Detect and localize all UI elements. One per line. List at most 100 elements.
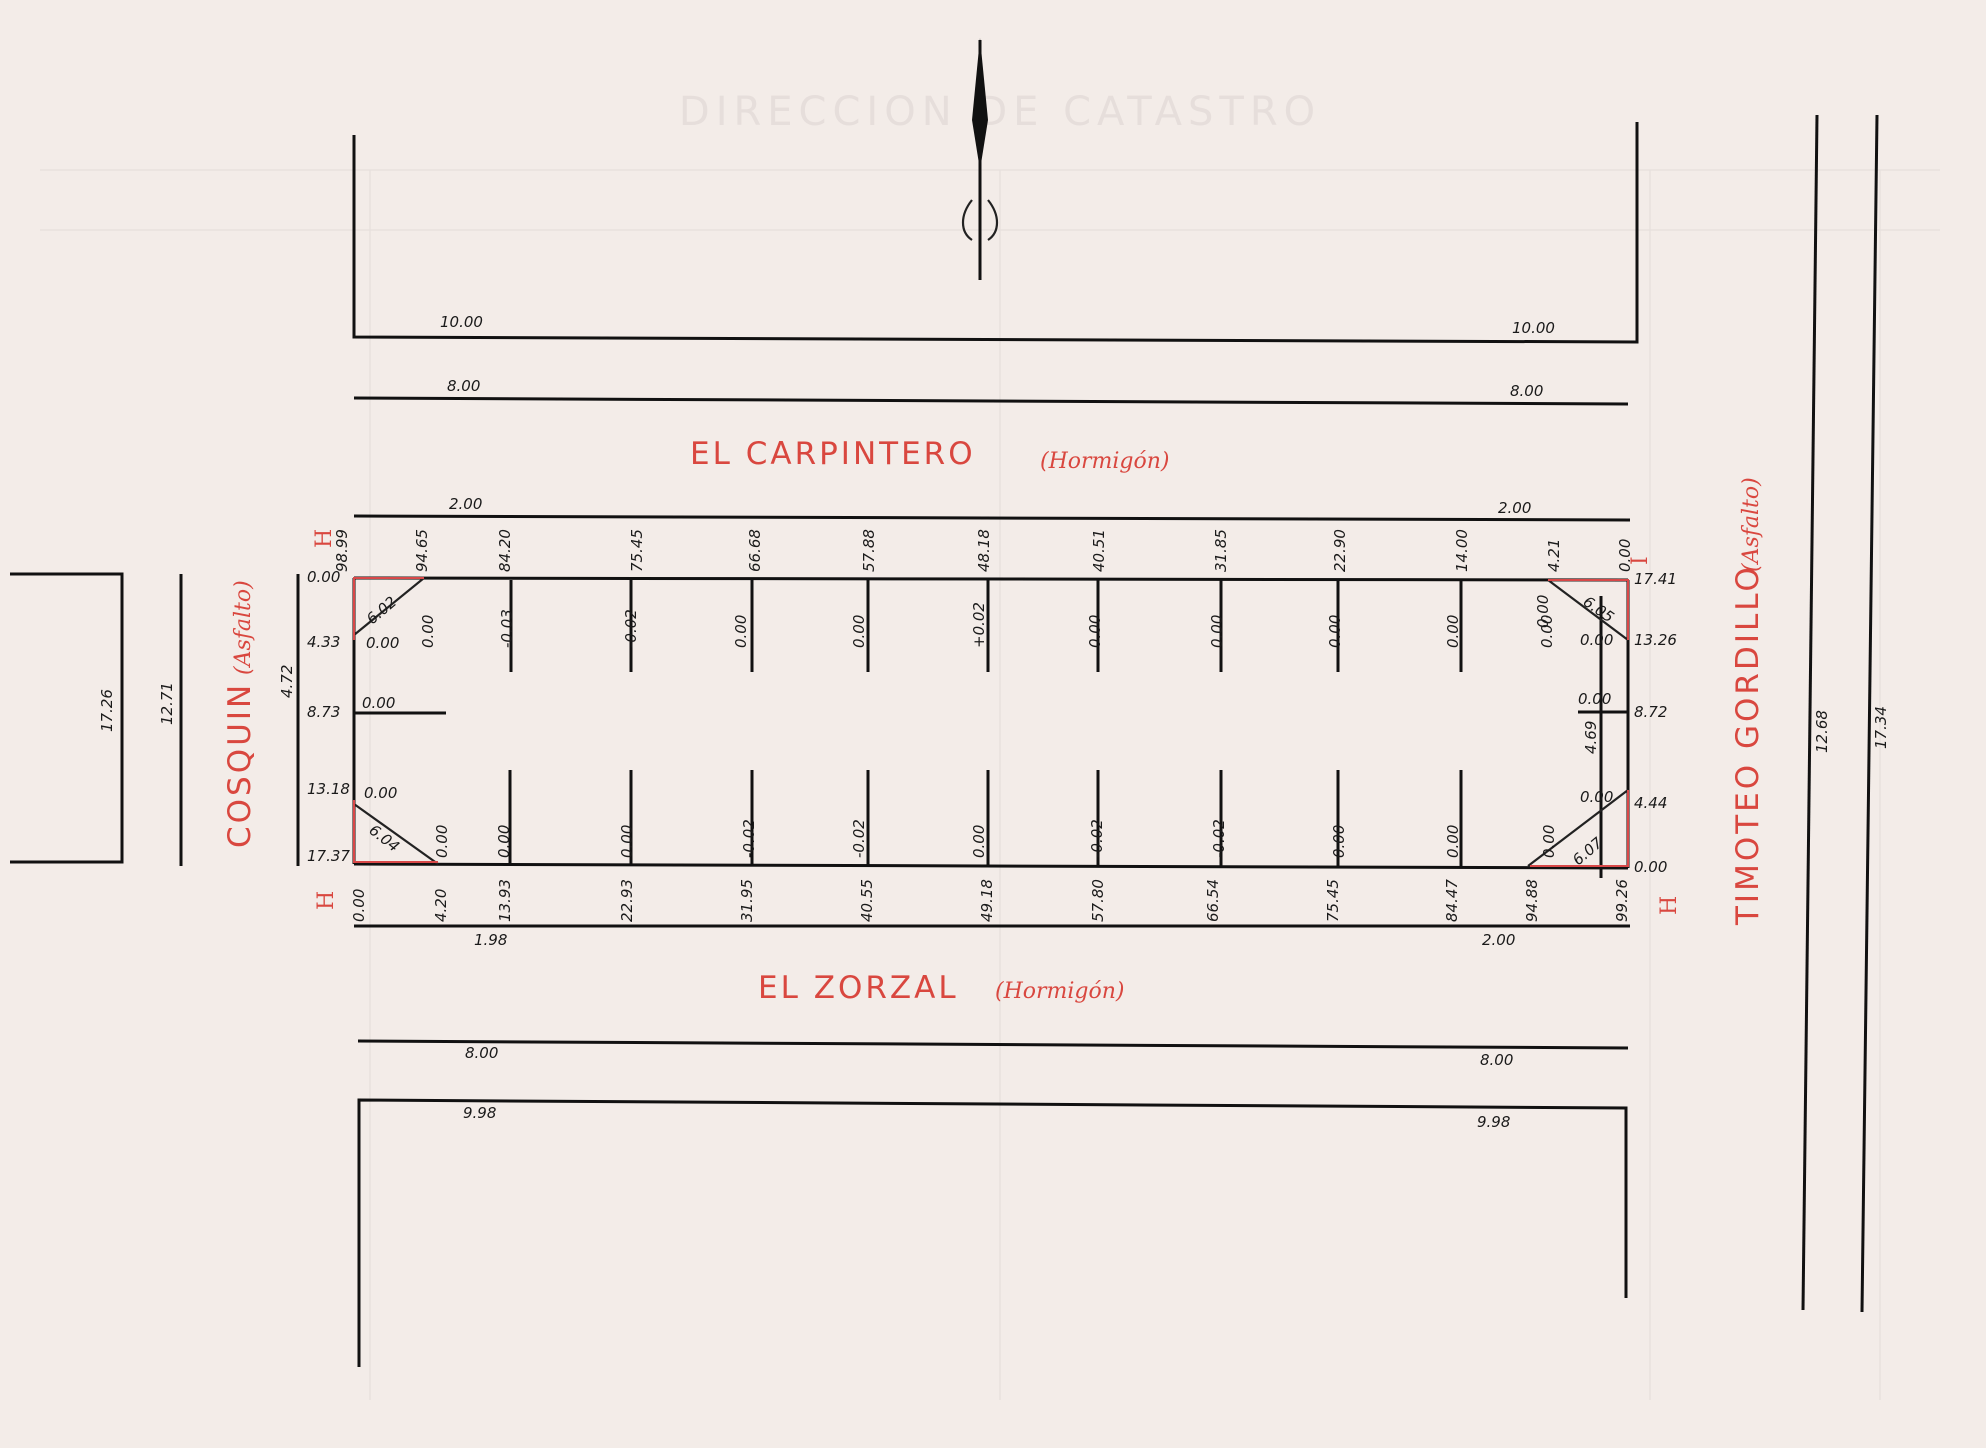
offset-bottom-label: 0.00	[1540, 825, 1558, 858]
east-side-0: 17.41	[1634, 570, 1677, 588]
west-side-3: 13.18	[307, 780, 350, 798]
dim-west-far: 17.26	[98, 689, 116, 732]
east-property-line	[1860, 114, 1879, 1313]
south-curb-line	[357, 1039, 1629, 1050]
dim-east-far: 17.34	[1872, 706, 1890, 749]
dim-north-mid-right: 8.00	[1510, 382, 1543, 400]
offset-top-label: 0.00	[1444, 615, 1462, 648]
chainage-top-label: 22.90	[1331, 529, 1349, 572]
dim-north-mid-left: 8.00	[447, 377, 480, 395]
west-side-4: 17.37	[307, 847, 350, 865]
east-offset-0: 0.00	[1580, 631, 1613, 649]
chainage-bottom-label: 66.54	[1204, 879, 1222, 922]
street-surface-north: (Hormigón)	[1040, 449, 1170, 474]
street-name-south: EL ZORZAL	[758, 970, 959, 1006]
chainage-top-label: 98.99	[333, 529, 351, 572]
offset-top-label: -0.03	[498, 609, 516, 648]
west-property-line	[10, 572, 124, 864]
dim-north-inner-left: 2.00	[449, 495, 482, 513]
west-side-2: 8.73	[307, 703, 340, 721]
street-name-east: TIMOTEO GORDILLO	[1730, 564, 1766, 926]
east-side-3: 4.44	[1634, 794, 1667, 812]
dim-south-outer-left: 9.98	[463, 1104, 496, 1122]
offset-bottom-label: 0.00	[970, 825, 988, 858]
chamfer-sw: 6.04	[366, 821, 403, 856]
dim-south-mid-left: 8.00	[465, 1044, 498, 1062]
dim-east-near: 4.69	[1582, 721, 1600, 754]
east-offset-1: 0.00	[1578, 690, 1611, 708]
chainage-top-label: 94.65	[413, 529, 431, 572]
chainage-bottom-label: 0.00	[350, 889, 368, 922]
chainage-bottom-label: 94.88	[1523, 879, 1541, 922]
south-property-line	[357, 1098, 1628, 1367]
chainage-bottom-label: 84.47	[1443, 879, 1461, 922]
west-offset-0: 0.00	[366, 634, 399, 652]
chainage-bottom-label: 22.93	[618, 879, 636, 922]
offset-top-label: 0.00	[1086, 615, 1104, 648]
west-offset-2: 0.00	[364, 784, 397, 802]
offset-top-label: 0.00	[1538, 615, 1556, 648]
east-curb-line	[1801, 114, 1819, 1311]
street-surface-west: (Asfalto)	[231, 580, 256, 675]
dim-east-mid: 12.68	[1813, 710, 1831, 753]
offset-bottom-label: 0.00	[495, 825, 513, 858]
offset-bottom-label: 0.00	[618, 825, 636, 858]
dim-south-inner-left: 1.98	[474, 931, 507, 949]
chamfer-ne: 6.05	[1580, 593, 1618, 627]
benchmark-nw: H	[312, 529, 337, 548]
lot-lines-bottom	[508, 770, 1463, 866]
east-side-1: 13.26	[1634, 631, 1677, 649]
east-offset-3: 0.00	[1534, 595, 1552, 628]
dim-north-outer-left: 10.00	[440, 313, 483, 331]
chainage-bottom-label: 4.20	[432, 889, 450, 922]
north-sidewalk-line	[353, 514, 1631, 522]
chainage-bottom-label: 13.93	[496, 879, 514, 922]
offset-top-label: 0.00	[1208, 615, 1226, 648]
dim-south-mid-right: 8.00	[1480, 1051, 1513, 1069]
east-offset-2: 0.00	[1580, 788, 1613, 806]
dim-south-inner-right: 2.00	[1482, 931, 1515, 949]
offset-bottom-label: -0.02	[1210, 819, 1228, 858]
chainage-bottom-label: 75.45	[1324, 879, 1342, 922]
chainage-bottom-label: 40.55	[858, 879, 876, 922]
chainage-top-label: 40.51	[1090, 529, 1108, 572]
street-name-north: EL CARPINTERO	[690, 436, 976, 472]
chainage-top-label: 0.00	[1616, 539, 1634, 572]
north-curb-line	[353, 396, 1629, 406]
chainage-top-label: 14.00	[1453, 529, 1471, 572]
dim-north-outer-right: 10.00	[1512, 319, 1555, 337]
dim-west-mid: 12.71	[158, 682, 176, 725]
benchmark-sw: H	[314, 891, 339, 910]
chainage-top-label: 48.18	[975, 529, 993, 572]
dim-north-inner-right: 2.00	[1498, 499, 1531, 517]
offset-bottom-label: 0.00	[1330, 825, 1348, 858]
chainage-top-label: 4.21	[1545, 539, 1563, 572]
form-header-ghost: DIRECCION DE CATASTRO	[679, 89, 1321, 135]
north-arrow-icon	[961, 38, 999, 280]
offset-top-label: +0.02	[970, 602, 988, 648]
east-side-2: 8.72	[1634, 703, 1667, 721]
offset-bottom-label: -0.02	[850, 819, 868, 858]
block-outline	[352, 576, 1630, 870]
benchmark-ne: I	[1628, 556, 1653, 565]
west-offset-1: 0.00	[362, 694, 395, 712]
west-side-1: 4.33	[307, 633, 340, 651]
offset-top-label: 0.00	[419, 615, 437, 648]
offset-top-label: 0.00	[732, 615, 750, 648]
chainage-bottom-label: 31.95	[738, 879, 756, 922]
north-property-line	[352, 122, 1639, 344]
benchmark-se: H	[1657, 896, 1682, 915]
offset-bottom-label: -0.02	[1088, 819, 1106, 858]
chainage-bottom-label: 49.18	[978, 879, 996, 922]
chainage-top-label: 75.45	[628, 529, 646, 572]
street-name-west: COSQUIN	[222, 682, 258, 848]
offset-bottom-label: -0.02	[740, 819, 758, 858]
offset-bottom-label: 0.00	[1444, 825, 1462, 858]
chainage-top-label: 84.20	[496, 529, 514, 572]
street-surface-east: (Asfalto)	[1739, 477, 1764, 572]
offset-top-label: 0.00	[850, 615, 868, 648]
